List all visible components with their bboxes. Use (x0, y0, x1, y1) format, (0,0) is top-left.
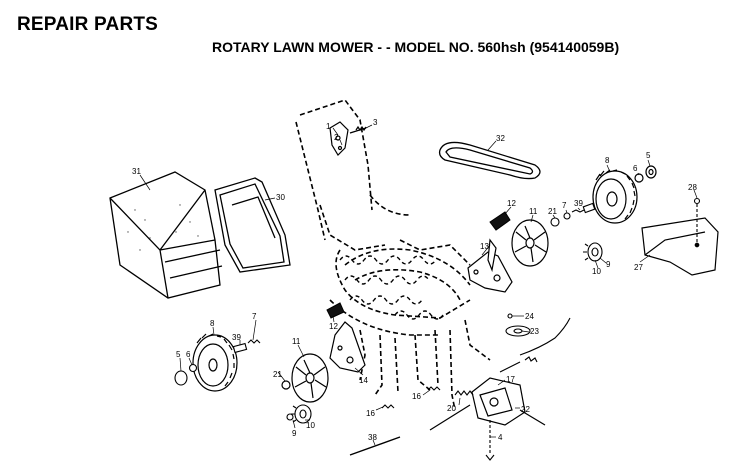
grass-catcher-bag (109, 171, 223, 299)
callout-6: 6 (633, 164, 638, 173)
drive-belt (438, 141, 541, 180)
page-title: REPAIR PARTS (17, 14, 159, 35)
callout-5: 5 (646, 151, 651, 160)
callout-7: 7 (562, 201, 567, 210)
callout-2: 2 (334, 133, 339, 142)
callout-8: 8 (605, 156, 610, 165)
callout-13: 13 (480, 242, 489, 251)
callout-16b: 16 (412, 392, 421, 401)
callout-21: 21 (548, 207, 557, 216)
callout-39: 39 (574, 199, 583, 208)
callout-39b: 39 (232, 333, 241, 342)
right-height-adjuster (467, 238, 513, 293)
rear-skirt-bolt (693, 197, 701, 248)
callout-32: 32 (496, 134, 505, 143)
callout-30: 30 (276, 193, 285, 202)
left-wheel-hub (281, 353, 329, 403)
bag-frame (214, 177, 291, 273)
callout-9b: 9 (292, 429, 297, 438)
left-drive-pinion (286, 404, 312, 424)
deck-wavy-edge (339, 255, 444, 320)
right-axle-parts (550, 202, 596, 227)
callout-1: 1 (326, 122, 331, 131)
callout-12b: 12 (329, 322, 338, 331)
callout-3: 3 (373, 118, 378, 127)
callout-22: 22 (521, 405, 530, 414)
callout-38: 38 (368, 433, 377, 442)
callout-23: 23 (530, 327, 539, 336)
callout-14: 14 (359, 376, 368, 385)
right-handle-grip-12 (489, 211, 511, 231)
right-drive-pinion (583, 242, 603, 262)
left-height-adjuster (329, 321, 366, 373)
bag-texture (127, 204, 199, 251)
rear-wheel-right (592, 169, 638, 224)
mower-deck-outline (295, 99, 491, 411)
callout-20: 20 (447, 404, 456, 413)
drive-rod (349, 436, 401, 456)
callout-24: 24 (525, 312, 534, 321)
right-wheel-hub (511, 219, 549, 267)
callout-5b: 5 (176, 350, 181, 359)
callout-31: 31 (132, 167, 141, 176)
callout-8b: 8 (210, 319, 215, 328)
transmission (429, 377, 546, 431)
callout-27: 27 (634, 263, 643, 272)
callout-4: 4 (498, 433, 503, 442)
callout-9: 9 (606, 260, 611, 269)
handle-lever (329, 121, 367, 156)
washer-and-cap-right (634, 165, 657, 183)
callout-7b: 7 (252, 312, 257, 321)
callout-12: 12 (507, 199, 516, 208)
callout-6b: 6 (186, 350, 191, 359)
left-wheel-bolt-parts (174, 339, 261, 386)
drive-cable (499, 317, 571, 373)
transmission-bolt (485, 420, 495, 461)
callout-11b: 11 (292, 337, 301, 346)
callout-17: 17 (506, 375, 515, 384)
callout-28: 28 (688, 183, 697, 192)
springs (381, 386, 474, 409)
leader-lines (139, 124, 698, 446)
callout-10b: 10 (306, 421, 315, 430)
rear-wheel-left (192, 333, 238, 392)
model-subtitle: ROTARY LAWN MOWER - - MODEL NO. 560hsh (… (212, 39, 620, 55)
callout-10: 10 (592, 267, 601, 276)
callout-16: 16 (366, 409, 375, 418)
left-handle-grip-12 (326, 302, 345, 319)
callout-labels: 1 2 3 31 30 32 8 6 5 28 12 11 21 7 39 13… (132, 118, 697, 442)
callout-21b: 21 (273, 370, 282, 379)
rear-skirt (641, 217, 719, 276)
callout-11: 11 (529, 207, 538, 216)
